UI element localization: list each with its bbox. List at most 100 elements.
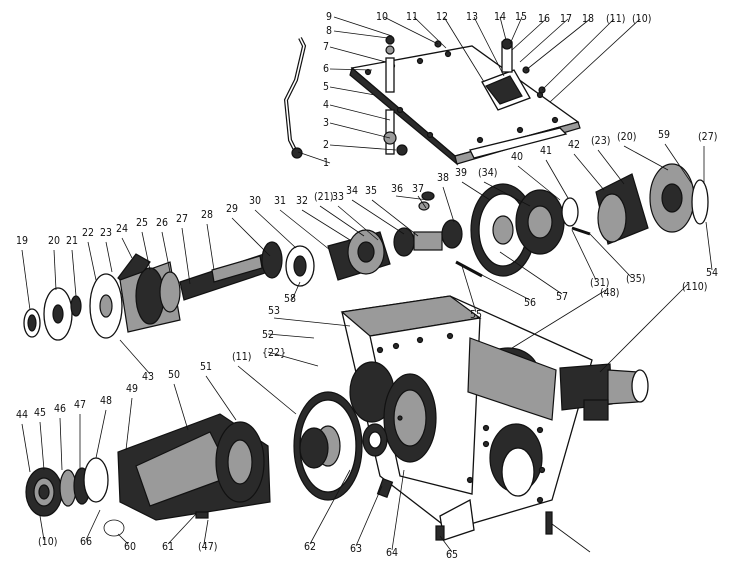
leader-line [519,18,569,63]
leader-line [105,241,113,273]
callout: 63 [350,543,362,555]
leader-line [391,469,405,551]
leader-line [329,122,391,139]
callout: (20) [617,131,636,143]
callout: 41 [540,145,552,157]
callout: 13 [466,11,478,23]
leader-line [473,16,505,77]
breather-pipe [283,37,307,159]
callout: 2 [323,139,329,151]
leader-line [117,533,129,545]
leader-line [329,86,376,96]
leader-line [231,217,271,257]
callout: 47 [74,399,86,411]
leader-line [483,181,531,207]
gearbox-housing [340,295,593,541]
leader-line [337,205,379,241]
leader-line [329,104,391,121]
callout: 32 [296,195,308,207]
callout: 21 [66,235,78,247]
leader-line [351,199,405,235]
leader-line [203,519,209,545]
callout: 38 [437,172,449,184]
callout: 1 [323,157,329,169]
leader-line [439,535,453,553]
leader-line [121,237,133,259]
callout: 62 [304,541,316,553]
leader-line [329,46,387,63]
callout: 42 [568,139,580,151]
leader-line [442,186,455,223]
leader-line [267,351,319,367]
leader-line [355,485,383,547]
callout: 60 [124,541,136,553]
leader-line [525,18,591,71]
callout: 44 [16,409,28,421]
callout: 8 [326,25,332,37]
callout: 58 [284,293,296,305]
leader-line [461,181,491,201]
final-drive-housing [25,413,271,537]
leader-line [141,231,151,271]
callout: (23) [591,135,610,147]
callout: 59 [658,129,670,141]
callout: 29 [226,203,238,215]
leader-line [279,209,331,251]
callout: 46 [54,403,66,415]
callout: 61 [162,541,174,553]
leader-line [571,229,597,281]
callout: 17 [560,13,572,25]
differential-bevel-group [327,163,709,281]
callout: (10) [38,536,57,548]
leader-line [267,333,315,339]
rear-flange [397,415,403,421]
leader-line [181,227,191,285]
callout: 35 [365,185,377,197]
leader-line [291,281,301,301]
leader-line [71,249,77,297]
leader-line [589,233,633,279]
leader-line [319,205,365,237]
callout: 20 [48,235,60,247]
leader-line [499,16,507,41]
leader-line [95,409,107,459]
callout: 23 [100,227,112,239]
leader-line [173,383,189,431]
callout: (21) [314,191,333,203]
pto-output-shaft [435,363,649,541]
leader-line [161,231,171,273]
leader-line [664,143,693,185]
leader-line [21,249,31,311]
callout: 54 [706,267,718,279]
callout: 33 [332,191,344,203]
callout-labels: 1 2 3 4 5 6 7 8 9 10 11 12 13 14 15 16 1… [16,11,718,561]
callout: 11 [406,11,418,23]
callout: 43 [142,371,154,383]
leader-line [119,339,151,375]
callout: 55 [470,309,482,321]
leader-line [517,165,561,201]
callout: (34) [478,167,497,179]
leader-line [499,251,563,295]
leader-line [237,365,297,415]
callout: 51 [200,361,212,373]
leader-line [309,469,351,545]
callout: (110) [682,281,707,293]
leader-line [623,145,669,171]
callout: 7 [323,41,329,53]
callout: 24 [116,223,128,235]
callout: (35) [626,273,645,285]
callout: 30 [249,195,261,207]
callout: 48 [100,395,112,407]
callout: 28 [201,209,213,221]
leader-line [59,417,63,471]
leader-line [573,153,605,191]
callout: 50 [168,369,180,381]
leader-line [597,149,625,185]
callout: 14 [494,11,506,23]
callout: 26 [156,217,168,229]
callout: 66 [80,536,92,548]
leader-line [509,16,523,45]
leader-line [705,221,713,271]
